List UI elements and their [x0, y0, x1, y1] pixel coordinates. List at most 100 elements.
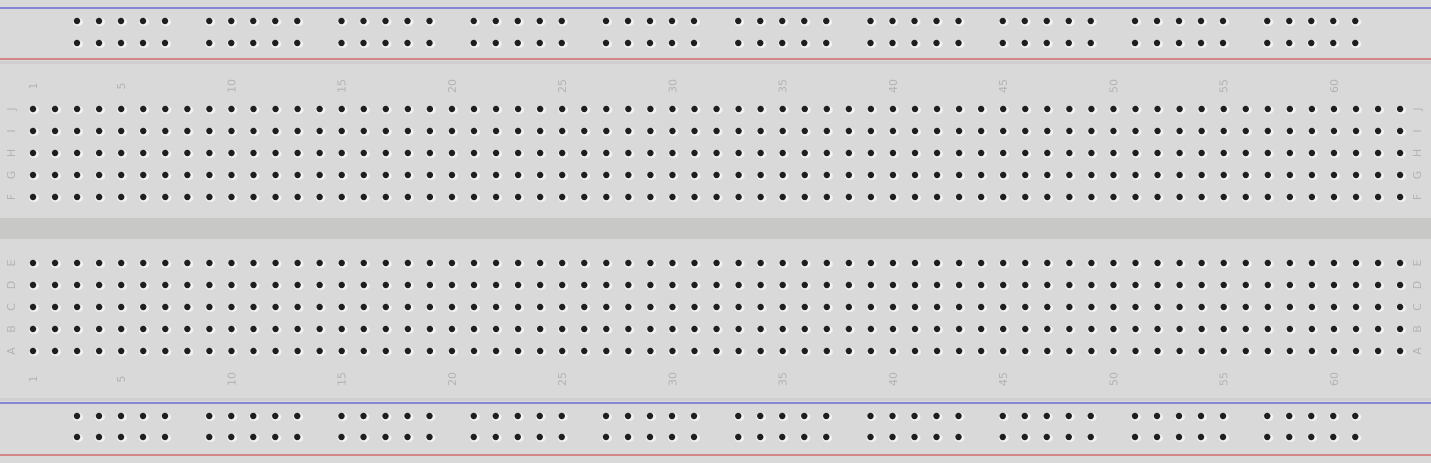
hole-B32[interactable] [712, 325, 723, 334]
top-rail-neg-hole-3-1[interactable] [337, 17, 348, 26]
hole-J15[interactable] [337, 105, 348, 114]
bottom-rail-pos-hole-10-1[interactable] [1263, 433, 1274, 442]
bottom-rail-neg-hole-3-4[interactable] [403, 412, 414, 421]
hole-I13[interactable] [293, 127, 304, 136]
hole-D3[interactable] [73, 281, 84, 290]
top-rail-pos-hole-2-2[interactable] [227, 39, 238, 48]
hole-J41[interactable] [911, 105, 921, 114]
bottom-rail-neg-hole-6-1[interactable] [734, 412, 745, 421]
hole-I34[interactable] [756, 127, 767, 136]
hole-F44[interactable] [977, 193, 988, 202]
hole-C22[interactable] [492, 303, 503, 312]
hole-I30[interactable] [668, 127, 679, 136]
hole-F3[interactable] [73, 193, 84, 202]
hole-H53[interactable] [1175, 149, 1186, 158]
hole-I54[interactable] [1197, 127, 1208, 136]
top-rail-pos-hole-7-1[interactable] [866, 39, 877, 48]
hole-I37[interactable] [822, 127, 833, 136]
hole-D26[interactable] [580, 281, 591, 290]
hole-C44[interactable] [977, 303, 988, 312]
top-rail-pos-hole-1-2[interactable] [95, 39, 105, 48]
hole-D19[interactable] [425, 281, 436, 290]
hole-A42[interactable] [933, 347, 944, 356]
hole-I61[interactable] [1352, 127, 1362, 136]
hole-A9[interactable] [205, 347, 216, 356]
hole-F18[interactable] [403, 193, 414, 202]
hole-E24[interactable] [536, 259, 547, 268]
hole-C41[interactable] [911, 303, 921, 312]
hole-B17[interactable] [381, 325, 392, 334]
hole-E36[interactable] [800, 259, 811, 268]
hole-E23[interactable] [514, 259, 525, 268]
hole-H39[interactable] [866, 149, 877, 158]
bottom-rail-neg-hole-3-5[interactable] [425, 412, 436, 421]
hole-J33[interactable] [734, 105, 745, 114]
hole-H25[interactable] [558, 149, 569, 158]
hole-G41[interactable] [911, 171, 921, 180]
hole-H10[interactable] [227, 149, 238, 158]
hole-J20[interactable] [447, 105, 458, 114]
hole-J10[interactable] [227, 105, 238, 114]
hole-D47[interactable] [1043, 281, 1054, 290]
hole-B4[interactable] [95, 325, 106, 334]
hole-F2[interactable] [51, 193, 62, 202]
top-rail-neg-hole-3-3[interactable] [381, 17, 392, 26]
bottom-rail-pos-hole-1-3[interactable] [117, 433, 127, 442]
hole-J21[interactable] [470, 105, 480, 114]
top-rail-neg-hole-4-1[interactable] [469, 17, 480, 26]
hole-F62[interactable] [1374, 193, 1385, 202]
bottom-rail-neg-hole-7-4[interactable] [932, 412, 943, 421]
hole-C36[interactable] [800, 303, 811, 312]
top-rail-neg-hole-3-4[interactable] [403, 17, 414, 26]
hole-H50[interactable] [1109, 149, 1120, 158]
hole-F34[interactable] [756, 193, 767, 202]
hole-F31[interactable] [690, 193, 701, 202]
hole-H58[interactable] [1285, 149, 1296, 158]
hole-A2[interactable] [51, 347, 62, 356]
hole-C2[interactable] [51, 303, 62, 312]
top-rail-neg-hole-4-5[interactable] [557, 17, 568, 26]
hole-B5[interactable] [117, 325, 128, 334]
hole-C47[interactable] [1043, 303, 1054, 312]
hole-F52[interactable] [1153, 193, 1164, 202]
hole-E19[interactable] [425, 259, 436, 268]
bottom-rail-neg-hole-10-2[interactable] [1285, 412, 1296, 421]
hole-J3[interactable] [73, 105, 84, 114]
hole-B46[interactable] [1021, 325, 1032, 334]
bottom-rail-pos-hole-10-4[interactable] [1329, 433, 1340, 442]
bottom-rail-pos-hole-9-4[interactable] [1197, 433, 1207, 442]
hole-F17[interactable] [381, 193, 392, 202]
hole-A15[interactable] [337, 347, 348, 356]
hole-A43[interactable] [955, 347, 966, 356]
top-rail-pos-hole-5-4[interactable] [668, 39, 678, 48]
hole-C16[interactable] [359, 303, 370, 312]
hole-I62[interactable] [1374, 127, 1385, 136]
hole-G12[interactable] [271, 171, 282, 180]
hole-B38[interactable] [844, 325, 855, 334]
hole-H9[interactable] [205, 149, 216, 158]
hole-B28[interactable] [624, 325, 635, 334]
hole-A11[interactable] [249, 347, 260, 356]
bottom-rail-pos-hole-9-2[interactable] [1153, 433, 1163, 442]
hole-G10[interactable] [227, 171, 238, 180]
hole-E48[interactable] [1065, 259, 1076, 268]
hole-C40[interactable] [888, 303, 899, 312]
hole-I1[interactable] [29, 127, 39, 136]
hole-A27[interactable] [602, 347, 613, 356]
hole-G32[interactable] [712, 171, 723, 180]
bottom-rail-neg-hole-10-4[interactable] [1329, 412, 1340, 421]
hole-C1[interactable] [29, 303, 39, 312]
hole-E5[interactable] [117, 259, 128, 268]
top-rail-neg-hole-8-4[interactable] [1064, 17, 1075, 26]
hole-A31[interactable] [690, 347, 701, 356]
hole-B23[interactable] [514, 325, 525, 334]
hole-A17[interactable] [381, 347, 392, 356]
top-rail-pos-hole-6-2[interactable] [756, 39, 767, 48]
hole-B25[interactable] [558, 325, 569, 334]
hole-B56[interactable] [1241, 325, 1252, 334]
hole-H63[interactable] [1396, 149, 1407, 158]
hole-J14[interactable] [315, 105, 326, 114]
hole-B12[interactable] [271, 325, 282, 334]
hole-H16[interactable] [359, 149, 370, 158]
top-rail-neg-hole-6-3[interactable] [778, 17, 789, 26]
